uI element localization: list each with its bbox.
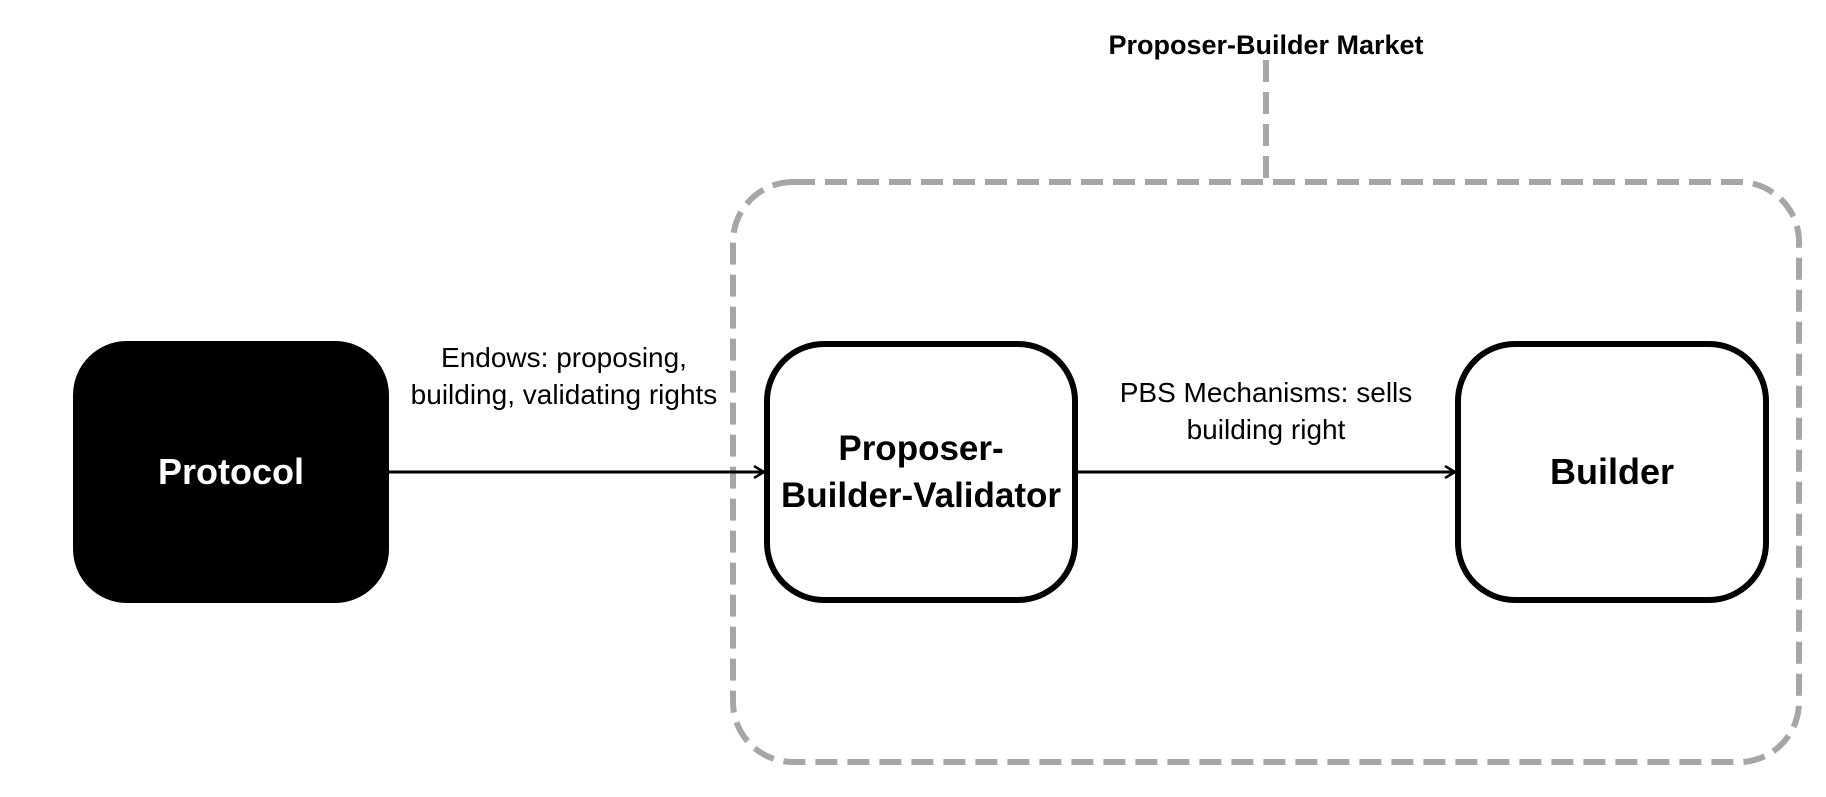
proposer-builder-validator-node: Proposer- Builder-Validator [764, 341, 1078, 603]
pbs-label-line1: PBS Mechanisms: sells [1119, 377, 1413, 408]
builder-node: Builder [1455, 341, 1769, 603]
pbv-label-line2: Builder-Validator [780, 476, 1062, 515]
endows-edge-label: Endows: proposing, building, validating … [384, 339, 744, 413]
protocol-node: Protocol [73, 341, 389, 603]
market-title: Proposer-Builder Market [1108, 30, 1424, 60]
pbs-edge-label: PBS Mechanisms: sells building right [1083, 374, 1449, 448]
protocol-label: Protocol [157, 451, 304, 492]
builder-label: Builder [1549, 451, 1674, 492]
pbv-label-line1: Proposer- [838, 429, 1004, 468]
endows-label-line2: building, validating rights [410, 379, 718, 410]
endows-label-line1: Endows: proposing, [441, 342, 687, 373]
pbs-label-line2: building right [1186, 414, 1346, 445]
